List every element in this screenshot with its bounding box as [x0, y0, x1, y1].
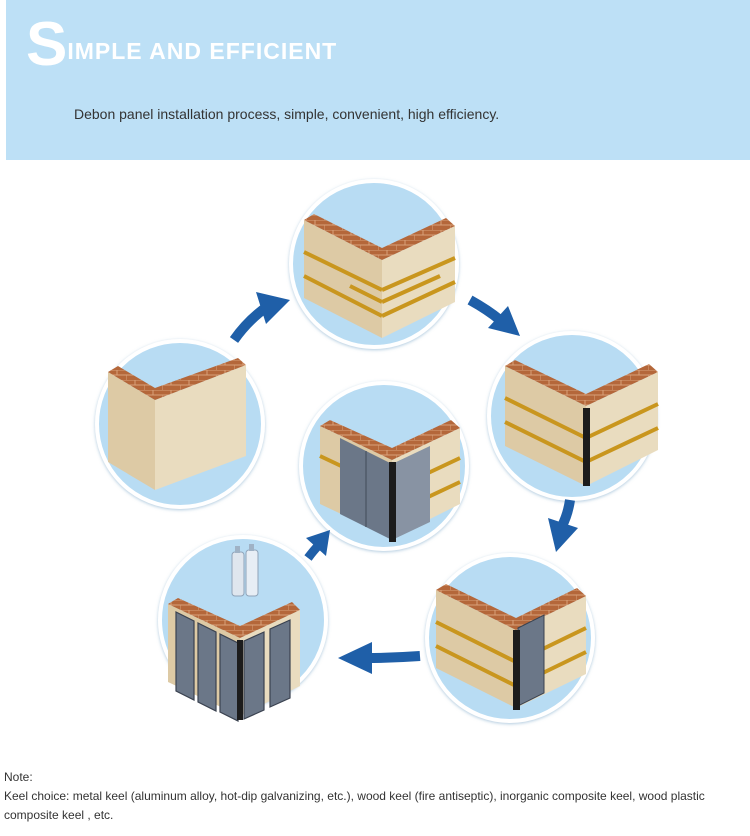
- arrow-3-to-4-icon: [548, 499, 578, 552]
- title-initial: S: [26, 10, 68, 79]
- note-text: Keel choice: metal keel (aluminum alloy,…: [4, 789, 705, 822]
- wall-with-keels-icon: [303, 214, 456, 338]
- arrow-1-to-2-icon: [229, 292, 290, 343]
- header-banner: SIMPLE AND EFFICIENT Debon panel install…: [6, 0, 750, 160]
- note-label: Note:: [4, 770, 33, 784]
- title-rest: IMPLE AND EFFICIENT: [67, 38, 338, 64]
- page-title: SIMPLE AND EFFICIENT: [26, 14, 337, 76]
- arrow-2-to-3-icon: [467, 295, 520, 336]
- first-panel-installed-icon: [319, 420, 461, 542]
- arrow-4-to-5-icon: [338, 642, 421, 674]
- finished-panel-wall-icon: [435, 584, 587, 710]
- bare-wall-corner-icon: [108, 358, 246, 490]
- page-subtitle: Debon panel installation process, simple…: [74, 106, 500, 122]
- installation-process-diagram: [95, 179, 659, 723]
- sealant-tubes-icon: [231, 544, 259, 597]
- keels-with-corner-trim-icon: [504, 360, 659, 486]
- panels-with-sealant-icon: [168, 544, 300, 722]
- arrow-5-to-6-icon: [304, 530, 330, 561]
- note-section: Note: Keel choice: metal keel (aluminum …: [4, 768, 744, 825]
- flow-arrows: [229, 292, 578, 674]
